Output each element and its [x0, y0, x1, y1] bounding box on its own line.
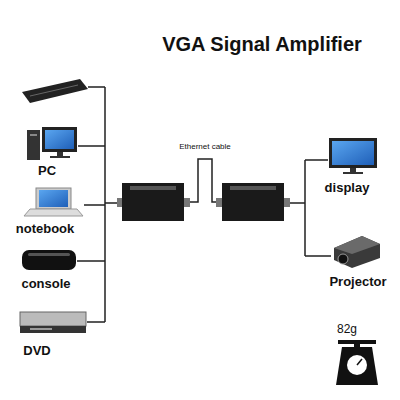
source-bracket — [77, 87, 117, 322]
ethernet-cable — [190, 159, 216, 202]
receiver-box — [222, 183, 284, 221]
tower-case — [27, 130, 40, 160]
receiver-bevel — [230, 186, 276, 190]
device-node: console — [19, 276, 72, 293]
monitor-base — [50, 156, 70, 158]
laptop-icon — [24, 188, 83, 216]
console-body — [22, 250, 76, 270]
monitor-icon — [329, 138, 377, 174]
media-box-icon — [22, 79, 88, 103]
device-node: DVD — [21, 343, 52, 360]
output-port — [184, 198, 190, 207]
laptop-screen — [39, 190, 68, 207]
monitor-frame — [42, 127, 77, 152]
display-base — [343, 172, 363, 174]
laptop-base — [24, 209, 83, 216]
diagram-title: VGA Signal Amplifier — [162, 33, 362, 56]
scale-dial — [347, 355, 367, 375]
device-label: DVD — [23, 344, 50, 359]
weight-label: 82g — [337, 323, 357, 337]
monitor-stand — [57, 152, 63, 156]
transmitter-box — [122, 183, 184, 221]
scale-stem — [354, 344, 360, 347]
device-label: display — [325, 181, 370, 196]
device-node: display — [323, 180, 372, 197]
scale-icon — [336, 340, 378, 385]
transmitter-bevel — [130, 186, 176, 190]
display-stand — [350, 168, 356, 172]
transmitter-unit — [117, 183, 190, 221]
media-box-body — [22, 79, 88, 103]
computer-icon — [27, 127, 77, 160]
cable-label: Ethernet cable — [179, 142, 231, 151]
game-console-icon — [22, 250, 76, 270]
projector-body — [334, 236, 380, 268]
device-label: notebook — [16, 222, 75, 237]
player-top — [20, 312, 86, 326]
output-port — [284, 198, 290, 207]
media-box-edge — [30, 85, 78, 96]
disc-player-icon — [20, 312, 86, 333]
console-shine — [28, 253, 70, 256]
scale-body — [336, 347, 378, 385]
display-screen — [332, 141, 374, 165]
projector-lens — [338, 254, 348, 264]
device-label: Projector — [329, 275, 386, 290]
scale-plate — [338, 340, 376, 344]
player-front — [20, 326, 86, 333]
monitor-screen — [45, 130, 74, 149]
device-node: PC — [36, 163, 58, 180]
device-node: Projector — [327, 274, 388, 291]
display-frame — [329, 138, 377, 168]
receiver-unit — [216, 183, 290, 221]
laptop-lid — [36, 188, 71, 209]
output-bracket — [290, 160, 331, 256]
device-label: console — [21, 277, 70, 292]
input-port — [216, 198, 222, 207]
player-tray — [30, 328, 52, 330]
projector-top — [334, 236, 380, 254]
tower-drive — [30, 134, 37, 136]
device-label: PC — [38, 164, 56, 179]
projector-icon — [334, 236, 380, 268]
device-node: notebook — [14, 221, 77, 238]
scale-needle — [357, 359, 362, 365]
